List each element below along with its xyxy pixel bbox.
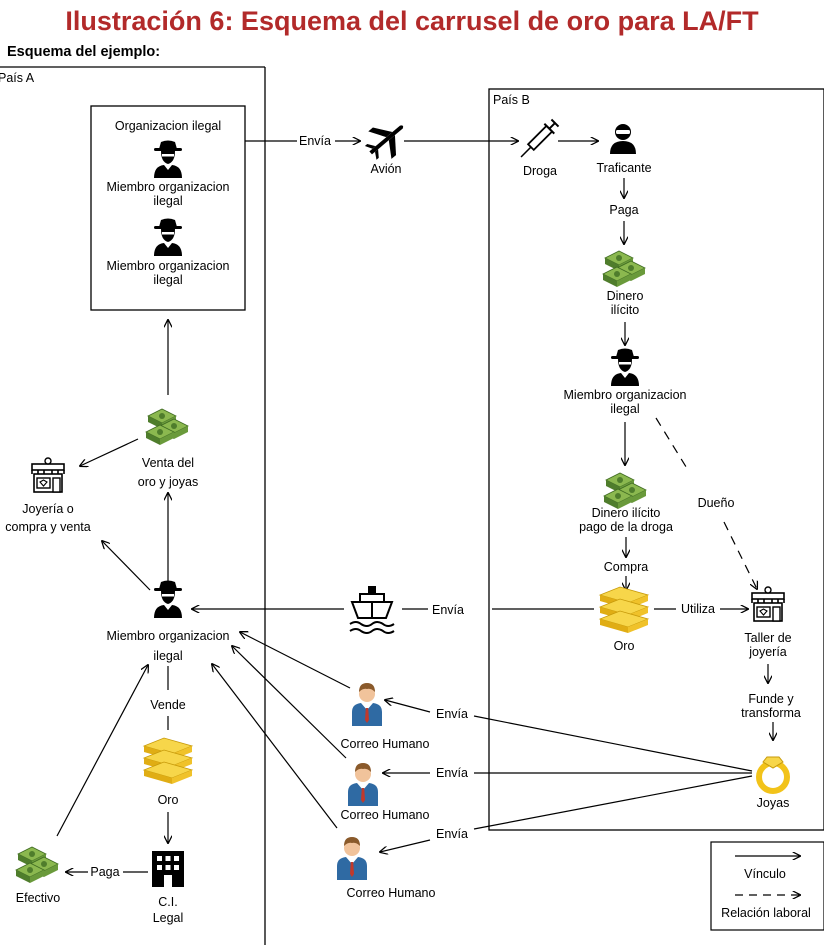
courier-icon [348, 763, 378, 806]
page-title: Ilustración 6: Esquema del carrusel de o… [65, 6, 759, 36]
uses-label: Utiliza [681, 602, 715, 616]
ci-line1: C.I. [158, 895, 177, 909]
building-icon [152, 851, 184, 887]
illicit-money-line1: Dinero [607, 289, 644, 303]
org-member1-line2: ilegal [153, 194, 182, 208]
owner-label: Dueño [698, 496, 735, 510]
illicit-money-line2: ilícito [611, 303, 640, 317]
courier-icon [352, 683, 382, 726]
money-icon [603, 472, 647, 510]
melt-line2: transforma [741, 706, 801, 720]
org-member2-line2: ilegal [153, 273, 182, 287]
workshop-line1: Taller de [744, 631, 791, 645]
syringe-icon [520, 118, 560, 158]
money-icon [15, 846, 59, 884]
diagram-subtitle: Esquema del ejemplo: [7, 44, 161, 60]
country-a-label: País A [0, 71, 35, 85]
melt-line1: Funde y [748, 692, 794, 706]
jewelry-workshop-icon [751, 586, 785, 622]
buy-label: Compra [604, 560, 649, 574]
country-b-label: País B [493, 93, 530, 107]
pay-label: Paga [609, 203, 638, 217]
ci-line2: Legal [153, 911, 184, 925]
cash-label: Efectivo [16, 891, 61, 905]
sale-line1: Venta del [142, 456, 194, 470]
member-spy-icon [154, 218, 182, 256]
courier2-label: Correo Humano [341, 808, 430, 822]
jewelry-shop-icon [31, 457, 65, 493]
shop-line2: compra y venta [5, 520, 91, 534]
trafficker-icon [610, 124, 636, 154]
courier3-envia-label: Envía [436, 827, 468, 841]
money-icon [145, 408, 189, 446]
legend-link-label: Vínculo [744, 867, 786, 881]
gold-bars-icon [143, 737, 193, 785]
trafficker-label: Traficante [596, 161, 651, 175]
courier3-label: Correo Humano [347, 886, 436, 900]
org-member2-line1: Miembro organizacion [107, 259, 230, 273]
workshop-line2: joyería [748, 645, 787, 659]
b-member-line2: ilegal [610, 402, 639, 416]
drug-payment-line2: pago de la droga [579, 520, 673, 534]
courier1-envia-label: Envía [436, 707, 468, 721]
org-member1-line1: Miembro organizacion [107, 180, 230, 194]
jewels-label: Joyas [757, 796, 790, 810]
organization-title: Organizacion ilegal [115, 119, 221, 133]
ship-icon [349, 586, 395, 634]
courier2-envia-label: Envía [436, 766, 468, 780]
legend-box [710, 841, 824, 931]
legend-labor-label: Relación laboral [721, 906, 811, 920]
sale-line2: oro y joyas [138, 475, 198, 489]
country-b-box [488, 88, 824, 831]
a-pay-label: Paga [90, 865, 119, 879]
sell-label: Vende [150, 698, 186, 712]
b-member-line1: Miembro organizacion [564, 388, 687, 402]
gold-bars-icon [599, 586, 649, 634]
drug-payment-line1: Dinero ilícito [592, 506, 661, 520]
organization-box [90, 105, 246, 311]
airplane-icon [364, 125, 404, 160]
ship-envia-label: Envía [432, 603, 464, 617]
plane-envia-label: Envía [299, 134, 331, 148]
member-spy-icon [154, 580, 182, 618]
a-gold-label: Oro [158, 793, 179, 807]
plane-label: Avión [370, 162, 401, 176]
courier1-label: Correo Humano [341, 737, 430, 751]
member-spy-icon [611, 348, 639, 386]
courier-icon [337, 837, 367, 880]
member-spy-icon [154, 140, 182, 178]
shop-line1: Joyería o [22, 502, 73, 516]
a-member-line2: ilegal [153, 649, 182, 663]
ring-icon [756, 756, 790, 794]
b-gold-label: Oro [614, 639, 635, 653]
a-member-line1: Miembro organizacion [107, 629, 230, 643]
money-icon [602, 250, 646, 288]
drug-label: Droga [523, 164, 557, 178]
